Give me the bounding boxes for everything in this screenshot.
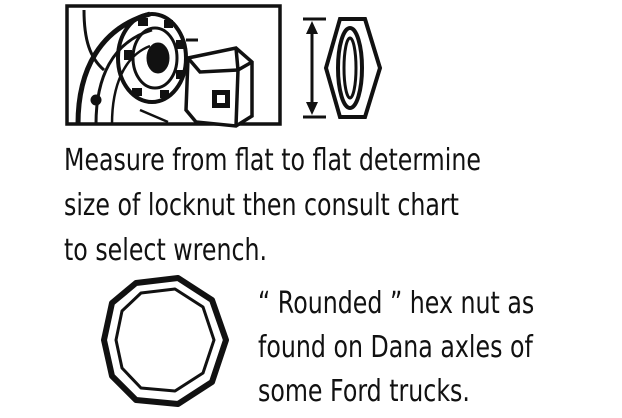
rounded-hex-nut-icon [101, 275, 229, 407]
wheel-hub-illustration [65, 4, 282, 126]
dimension-arrow-icon [303, 17, 326, 119]
note-line-1: “ Rounded ” hex nut as [258, 286, 535, 321]
hex-locknut-side-icon [323, 17, 383, 119]
illustration-frame [65, 4, 282, 126]
wrench-socket-icon [184, 46, 254, 128]
rounded-nut-note: “ Rounded ” hex nut as found on Dana axl… [258, 282, 534, 414]
instruction-line-2: size of locknut then consult chart [64, 188, 459, 223]
measurement-instructions: Measure from flat to flat determine size… [64, 138, 481, 273]
instruction-line-1: Measure from flat to flat determine [64, 143, 481, 178]
instruction-line-3: to select wrench. [64, 233, 268, 268]
note-line-2: found on Dana axles of [258, 330, 533, 365]
note-line-3: some Ford trucks. [258, 374, 470, 409]
